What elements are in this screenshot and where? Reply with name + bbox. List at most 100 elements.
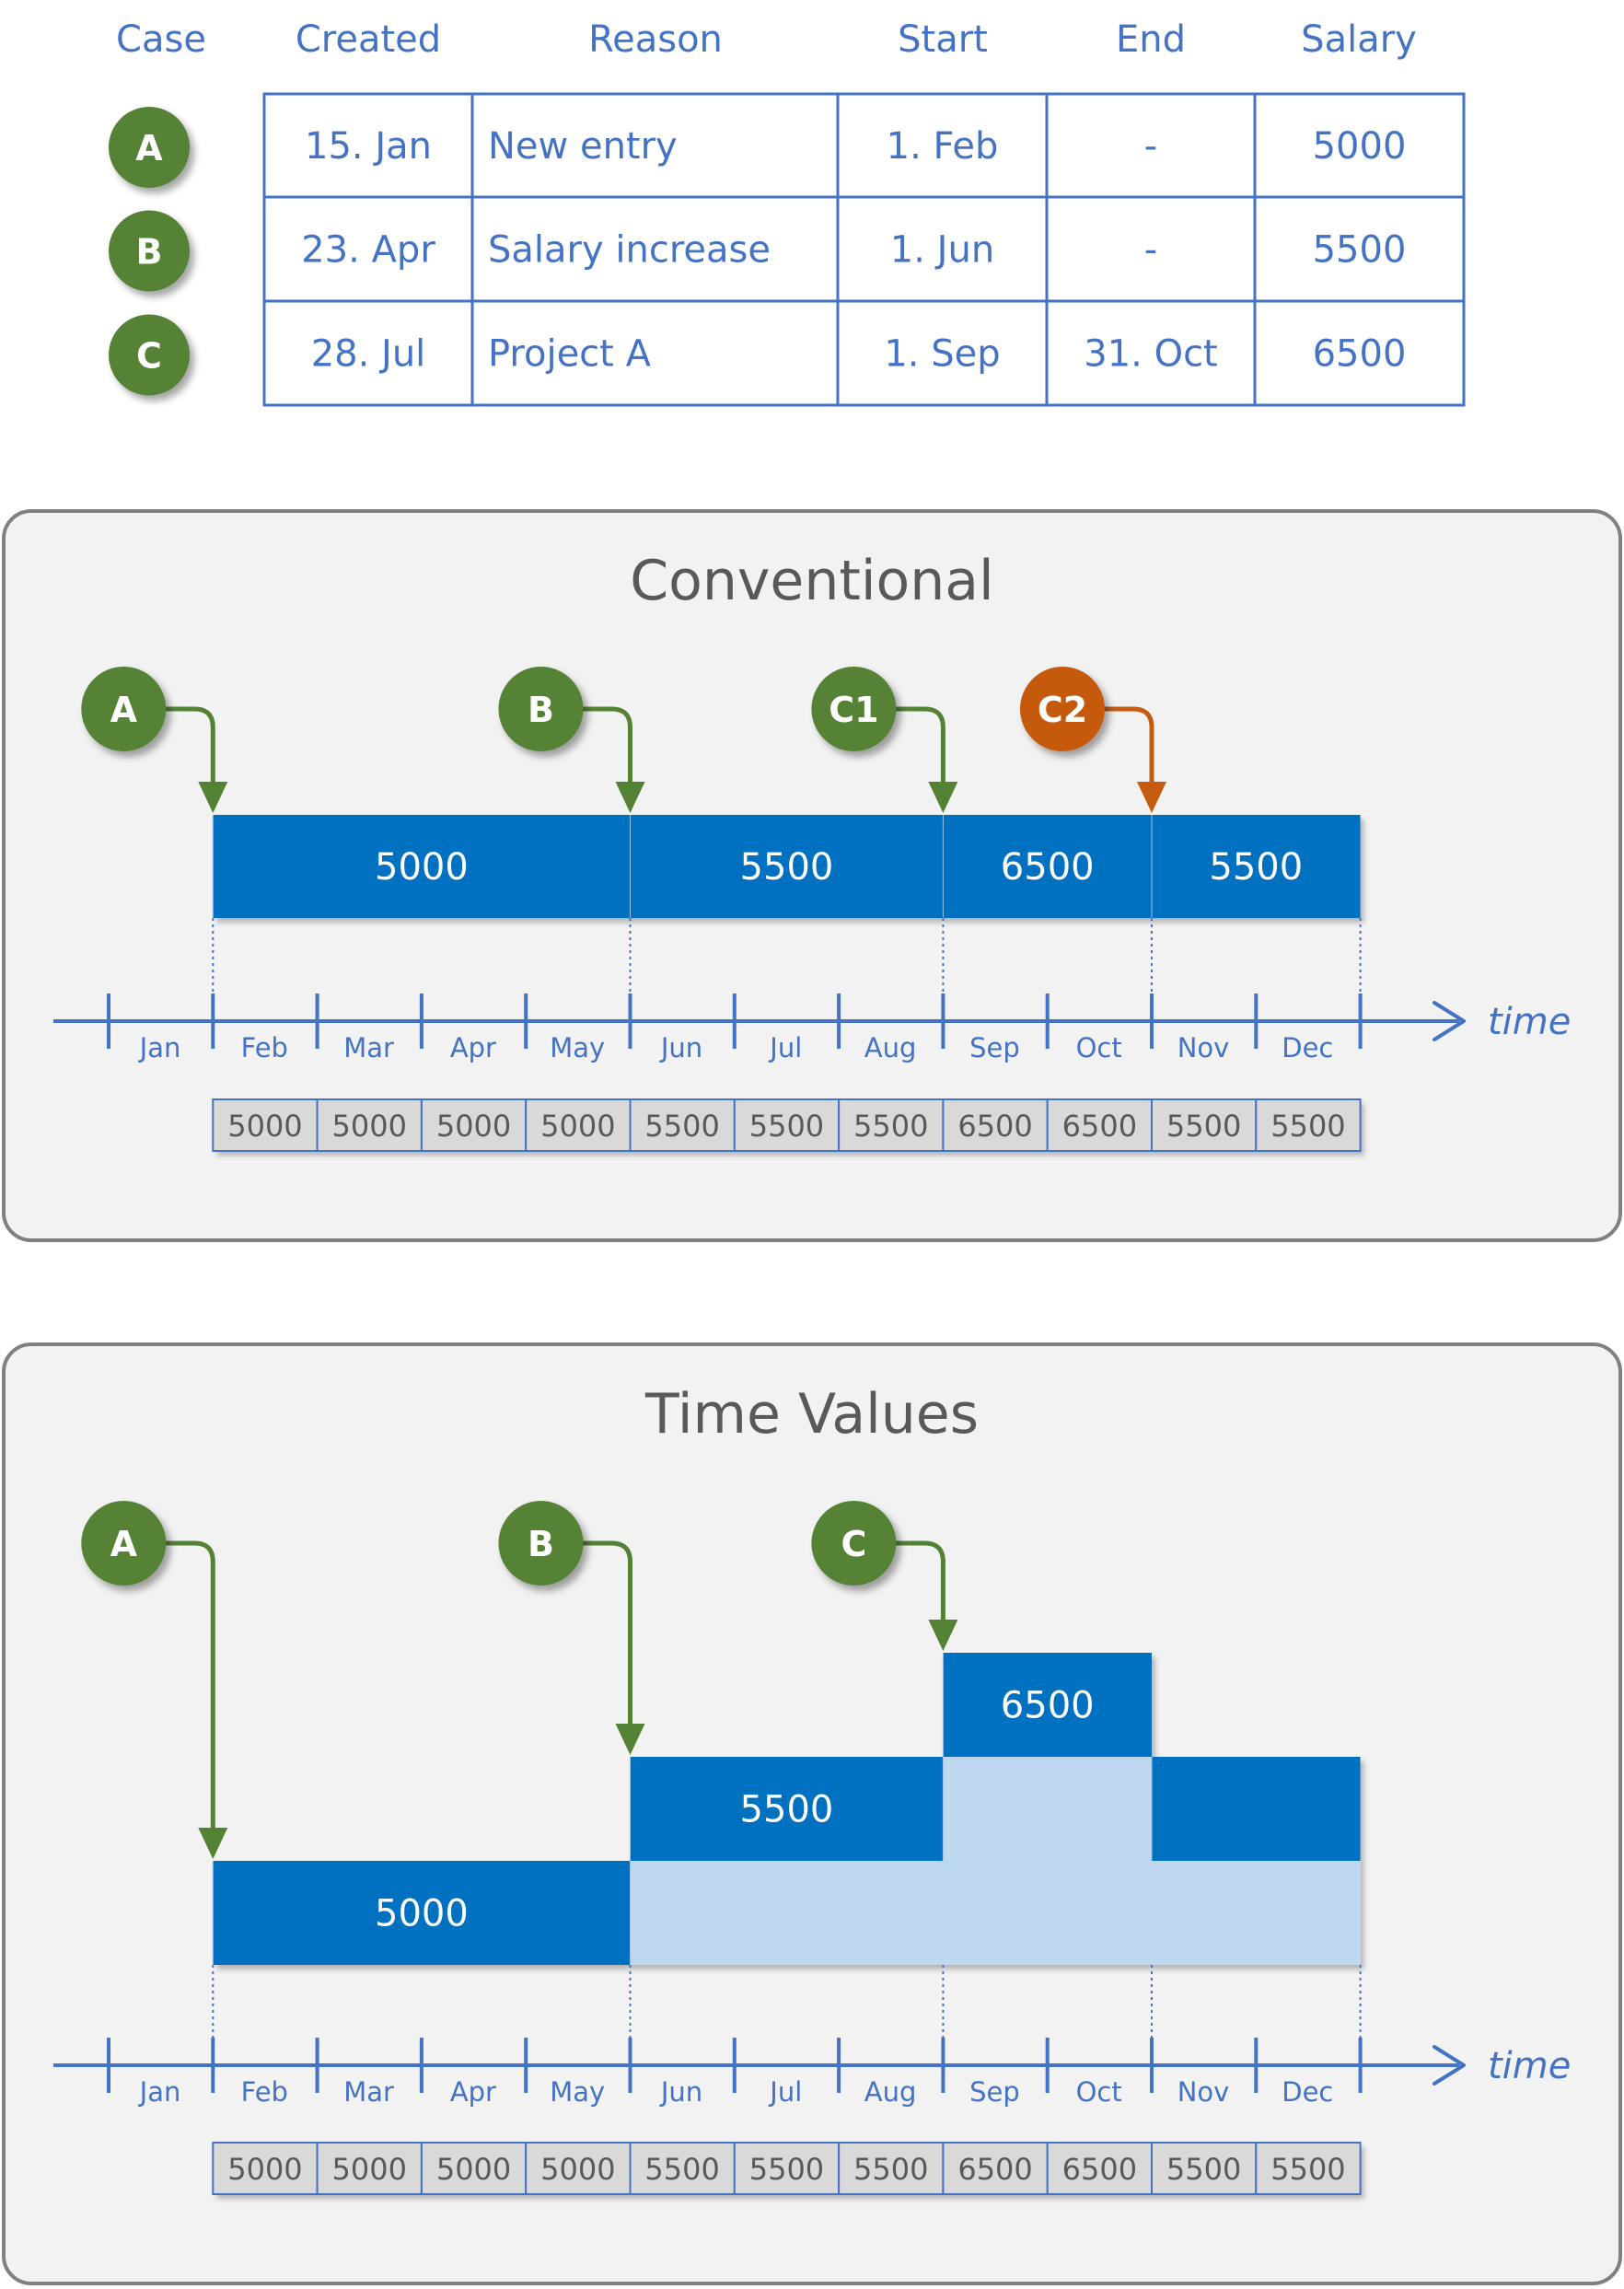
value-cell-text: 5500 <box>644 1109 719 1144</box>
value-cell-text: 5500 <box>1270 2152 1345 2187</box>
event-marker-c2: C2 <box>1020 667 1166 813</box>
marker-arrow-line <box>1090 706 1154 785</box>
value-cell <box>1046 2142 1153 2195</box>
marker-label: C2 <box>1038 690 1087 730</box>
segment-value: 6500 <box>1001 1685 1095 1727</box>
marker-arrow-line <box>151 1540 215 1831</box>
salary-segment <box>630 815 944 918</box>
value-cell-text: 6500 <box>1062 2152 1137 2187</box>
segment-value: 5000 <box>375 1893 469 1935</box>
marker-arrow-line <box>568 1540 632 1727</box>
value-cell-text: 5500 <box>749 2152 824 2187</box>
month-label: Mar <box>343 2076 394 2108</box>
marker-arrowhead <box>928 1620 958 1651</box>
salary-segment <box>1152 815 1361 918</box>
segment-value: 5500 <box>740 846 834 889</box>
marker-arrowhead <box>198 782 228 813</box>
table-cell-salary: 5000 <box>1313 125 1407 168</box>
table-header-end: End <box>1116 18 1186 61</box>
value-cell-text: 5000 <box>227 1109 302 1144</box>
month-label: Apr <box>450 1032 496 1063</box>
table-cell-start: 1. Feb <box>887 125 999 168</box>
value-cell-text: 5000 <box>436 1109 511 1144</box>
value-cell-text: 6500 <box>1062 1109 1137 1144</box>
salary-segment <box>1152 1757 1361 1861</box>
marker-arrow-line <box>881 706 945 785</box>
axis-time-label: time <box>1488 2045 1571 2087</box>
month-label: Dec <box>1282 2076 1333 2108</box>
value-cell-text: 5500 <box>1166 2152 1241 2187</box>
value-cell-text: 5000 <box>436 2152 511 2187</box>
table-cell-created: 28. Jul <box>311 333 426 376</box>
case-badge-label: A <box>135 128 163 168</box>
value-cell-text: 5000 <box>540 1109 615 1144</box>
axis-time-label: time <box>1488 1001 1571 1043</box>
salary-segment <box>213 1861 631 1965</box>
salary-segment <box>630 1861 1361 1965</box>
month-label: Jul <box>768 1032 802 1063</box>
month-label: Jul <box>768 2076 802 2108</box>
case-badge-c: C <box>109 314 190 396</box>
event-marker-c: C <box>811 1501 958 1651</box>
salary-segment <box>630 1757 944 1861</box>
marker-circle <box>811 667 897 751</box>
value-cell <box>1151 2142 1258 2195</box>
table-cell-reason: Salary increase <box>488 229 771 272</box>
table-header-case: Case <box>116 18 206 61</box>
table-header-created: Created <box>296 18 441 61</box>
month-label: May <box>550 1032 605 1063</box>
month-label: Jan <box>138 1032 181 1063</box>
value-cell-text: 5500 <box>749 1109 824 1144</box>
marker-label: C <box>841 1524 866 1564</box>
month-label: Sep <box>969 2076 1020 2108</box>
marker-circle <box>81 667 167 751</box>
marker-arrow-line <box>151 706 215 785</box>
marker-circle <box>1020 667 1105 751</box>
segment-value: 5500 <box>1209 846 1303 889</box>
month-label: Mar <box>343 1032 394 1063</box>
marker-arrowhead <box>615 1724 645 1755</box>
marker-arrow-line <box>881 1540 945 1623</box>
month-label: Nov <box>1177 2076 1230 2108</box>
marker-label: B <box>528 690 554 730</box>
month-label: Apr <box>450 2076 496 2108</box>
marker-label: C1 <box>829 690 878 730</box>
table-frame <box>262 92 1466 407</box>
panel-title: Conventional <box>630 549 993 613</box>
event-marker-a: A <box>81 667 228 813</box>
value-cell <box>1255 2142 1362 2195</box>
month-label: Jan <box>138 2076 181 2108</box>
value-cell <box>838 1098 945 1152</box>
value-cell <box>1255 1098 1362 1152</box>
marker-arrowhead <box>615 782 645 813</box>
table-header-reason: Reason <box>588 18 723 61</box>
table-cell-created: 23. Apr <box>301 229 435 272</box>
case-badge-circle <box>109 210 190 292</box>
marker-circle <box>498 667 584 751</box>
table-cell-start: 1. Sep <box>884 333 1000 376</box>
salary-segment <box>943 1757 1152 1861</box>
month-label: Feb <box>241 1032 288 1063</box>
table-cell-salary: 6500 <box>1313 333 1407 376</box>
panel-title: Time Values <box>644 1382 979 1447</box>
value-cell <box>316 2142 423 2195</box>
table-header-salary: Salary <box>1301 18 1417 61</box>
event-marker-b: B <box>498 667 645 813</box>
case-badge-circle <box>109 314 190 396</box>
value-cell-text: 5000 <box>332 1109 407 1144</box>
value-cell-text: 6500 <box>957 2152 1032 2187</box>
month-label: Nov <box>1177 1032 1230 1063</box>
salary-bars <box>213 1653 1361 1965</box>
case-badge-label: B <box>136 232 163 273</box>
month-label: Sep <box>969 1032 1020 1063</box>
marker-circle <box>81 1501 167 1586</box>
case-badge-label: C <box>136 336 162 377</box>
value-cell <box>212 1098 319 1152</box>
value-cell <box>733 2142 841 2195</box>
table-cell-start: 1. Jun <box>890 229 994 272</box>
